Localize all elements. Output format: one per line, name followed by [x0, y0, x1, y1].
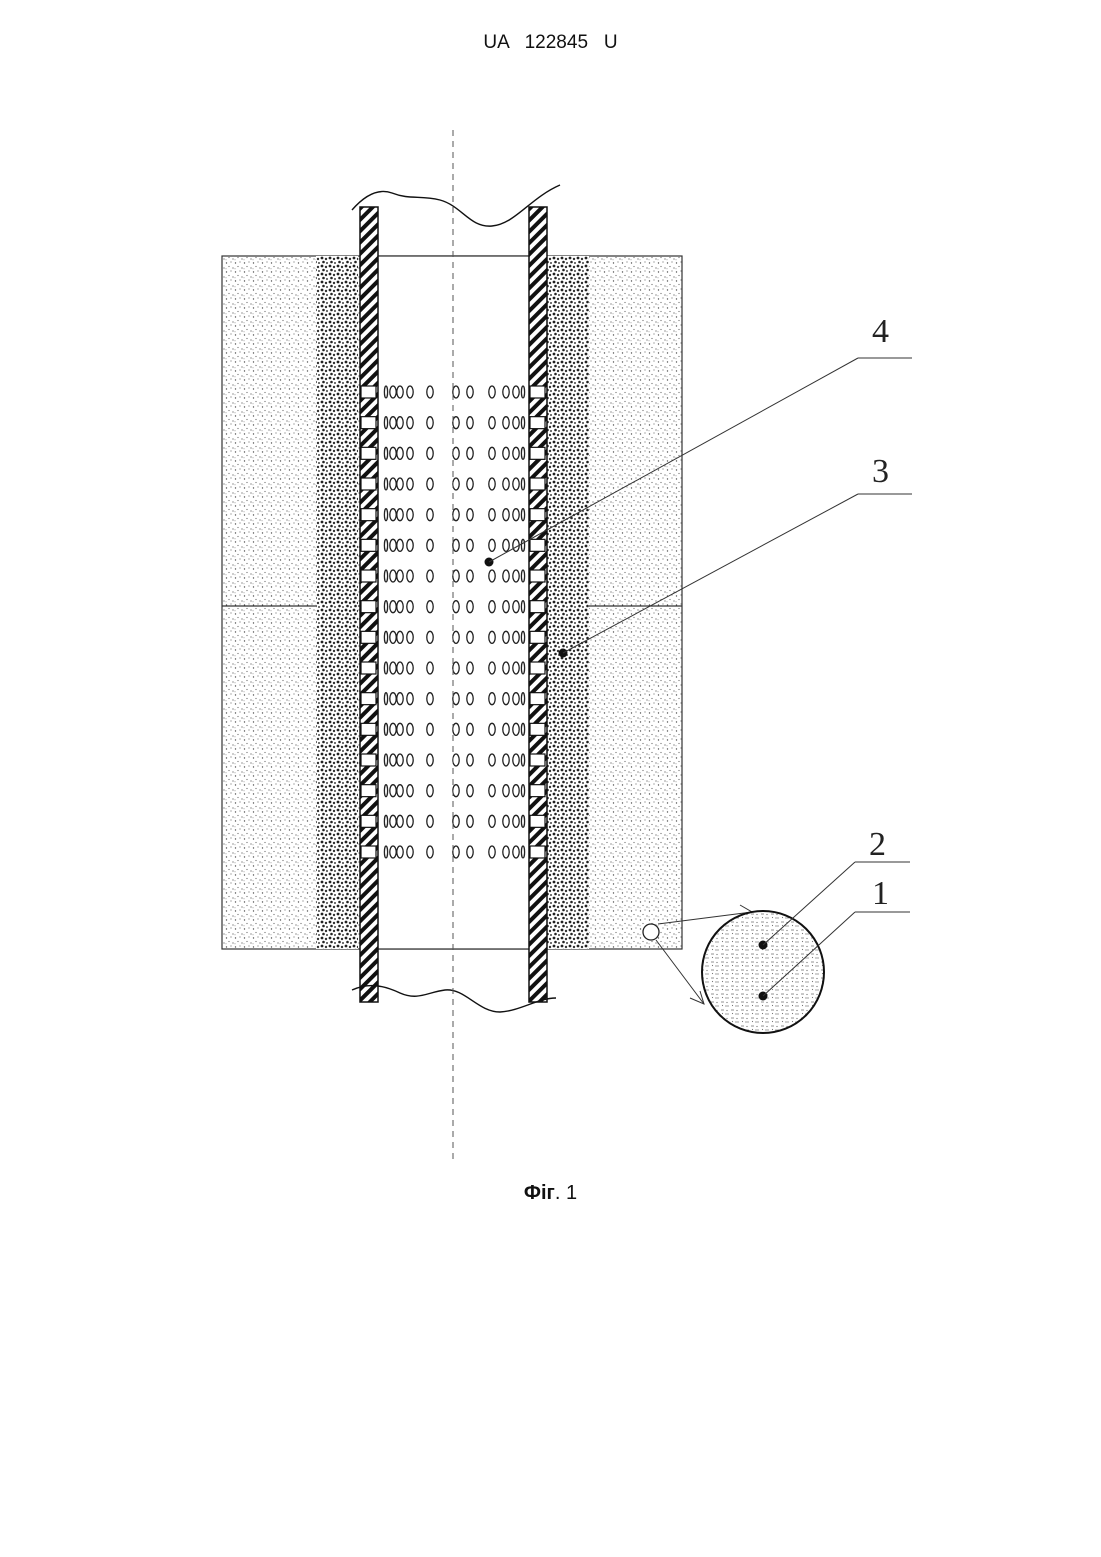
perforation-slot: [530, 509, 545, 521]
gravel-pack-left: [316, 256, 358, 949]
perforation-slot: [361, 417, 376, 429]
perforation-slot: [361, 447, 376, 459]
perforation-slot: [530, 631, 545, 643]
perforation-slot: [530, 785, 545, 797]
label-2: 2: [869, 826, 886, 863]
perforation-slot: [361, 601, 376, 613]
perforation-slot: [361, 693, 376, 705]
perforation-slot: [361, 539, 376, 551]
perforation-slot: [530, 815, 545, 827]
perforation-slot: [361, 662, 376, 674]
figure-caption-prefix: Фіг: [524, 1182, 555, 1204]
perforation-slot: [530, 478, 545, 490]
perforation-slot: [361, 846, 376, 858]
perforation-slot: [530, 417, 545, 429]
perforation-slot: [361, 815, 376, 827]
perforation-slot: [361, 754, 376, 766]
perforation-slot: [530, 754, 545, 766]
label-1: 1: [872, 875, 889, 912]
perforation-slot: [361, 570, 376, 582]
perforation-slot: [361, 785, 376, 797]
perforation-slot: [361, 631, 376, 643]
perforation-slot: [530, 570, 545, 582]
figure-caption-suffix: . 1: [555, 1182, 577, 1204]
perforation-slot: [361, 478, 376, 490]
label-4: 4: [872, 313, 889, 350]
perforation-slot: [361, 509, 376, 521]
perforation-slot: [530, 447, 545, 459]
perforation-slot: [530, 662, 545, 674]
perforation-slot: [530, 723, 545, 735]
perforation-slot: [361, 723, 376, 735]
perforation-slot: [530, 693, 545, 705]
perforation-slot: [530, 386, 545, 398]
label-3: 3: [872, 453, 889, 490]
break-line-bottom: [352, 986, 556, 1012]
detail-magnified-circle: [702, 911, 824, 1033]
perforation-slot: [530, 539, 545, 551]
perforation-slot: [530, 846, 545, 858]
gravel-pack-right: [547, 256, 589, 949]
perforation-slot: [530, 601, 545, 613]
perforation-slot: [361, 386, 376, 398]
figure-caption: Фіг. 1: [0, 1182, 1101, 1205]
